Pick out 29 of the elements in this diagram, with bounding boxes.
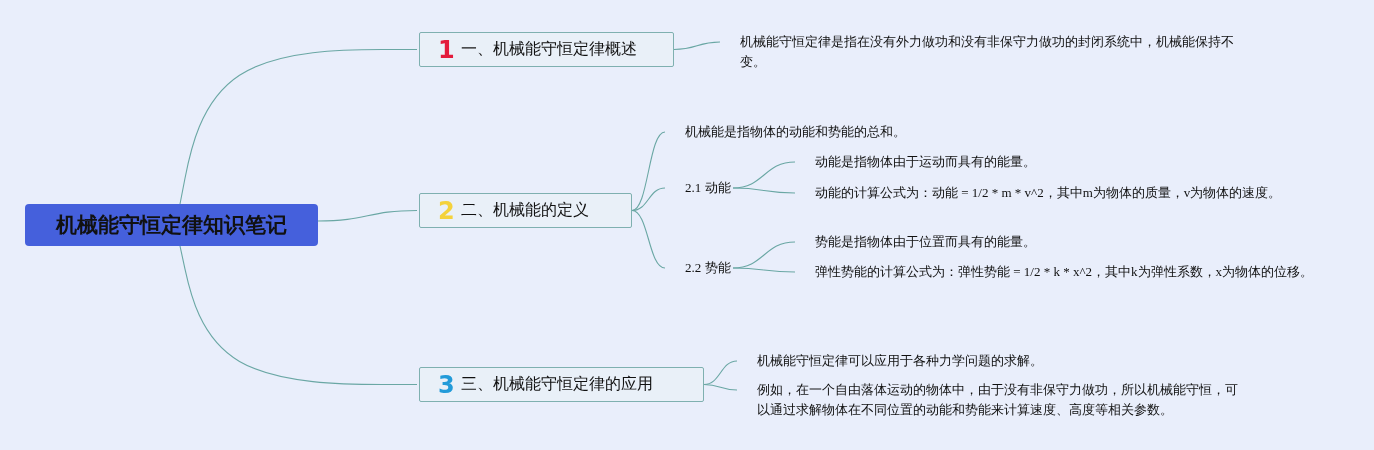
- branch-line: [179, 48, 418, 205]
- note-text: 例如，在一个自由落体运动的物体中，由于没有非保守力做功，所以机械能守恒，可以通过求解物体在不同位置的动能和势能来计算速度、高度等相关参数。: [757, 380, 1247, 420]
- topic-label: 一、机械能守恒定律概述: [460, 39, 637, 59]
- note-text: 2.1 动能: [685, 178, 745, 198]
- branch-line: [673, 41, 721, 51]
- branch-line: [631, 131, 666, 212]
- note-text: 机械能守恒定律可以应用于各种力学问题的求解。: [757, 351, 1157, 371]
- branch-line: [317, 209, 418, 222]
- topic-box: [419, 367, 704, 402]
- note-text: 动能是指物体由于运动而具有的能量。: [815, 152, 1145, 172]
- note-text: 机械能是指物体的动能和势能的总和。: [685, 122, 1015, 142]
- branch-line: [732, 187, 796, 194]
- branch-line: [732, 267, 796, 273]
- priority-number: 1: [438, 37, 455, 62]
- note-text: 机械能守恒定律是指在没有外力做功和没有非保守力做功的封闭系统中，机械能保持不变。: [740, 32, 1240, 72]
- branch-line: [179, 245, 418, 386]
- central-topic: 机械能守恒定律知识笔记: [25, 204, 318, 246]
- topic-label: 三、机械能守恒定律的应用: [460, 374, 653, 394]
- note-text: 势能是指物体由于位置而具有的能量。: [815, 232, 1145, 252]
- topic-label: 二、机械能的定义: [460, 200, 589, 220]
- note-text: 弹性势能的计算公式为：弹性势能 = 1/2 * k * x^2，其中k为弹性系数，x为物体的位移。: [815, 262, 1315, 282]
- priority-number: 3: [438, 372, 455, 397]
- branch-line: [631, 209, 666, 269]
- note-text: 动能的计算公式为：动能 = 1/2 * m * v^2，其中m为物体的质量，v为物体的速度。: [815, 183, 1315, 203]
- topic-box: [419, 32, 674, 67]
- note-text: 2.2 势能: [685, 258, 745, 278]
- priority-number: 2: [438, 198, 455, 223]
- topic-box: [419, 193, 632, 228]
- branch-line: [703, 383, 738, 391]
